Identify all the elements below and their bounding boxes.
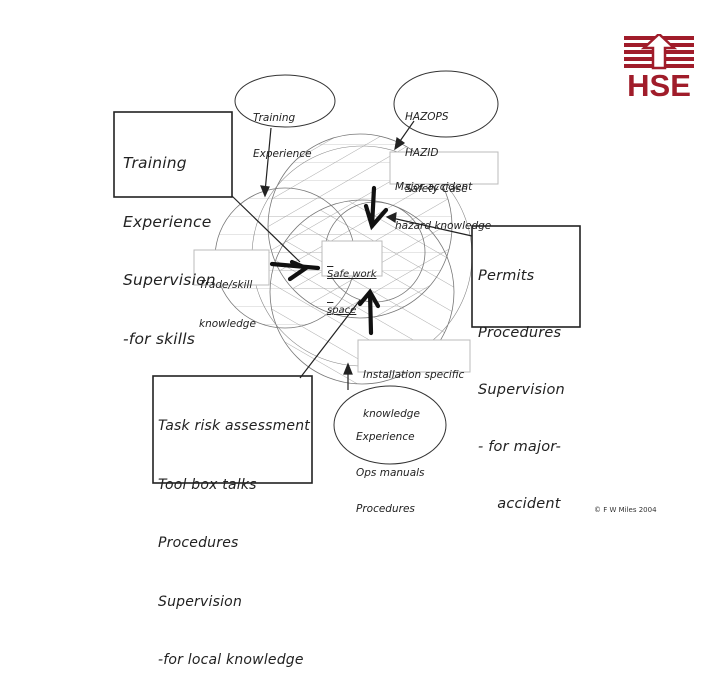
- heavy-arrows: [269, 185, 389, 336]
- hse-logo: [624, 34, 694, 70]
- hazops-bubble: [393, 70, 499, 138]
- safe-work-space-label: Safe work space: [327, 269, 377, 316]
- permits-box: [471, 225, 581, 328]
- training-skills-text: Training Experience Supervision -for ski…: [123, 154, 216, 348]
- arrow-permits-thin: [391, 217, 473, 237]
- thin-arrows: [231, 120, 473, 390]
- hazops-bubble-text: HAZOPS HAZID Safety Case: [405, 111, 468, 195]
- experience-ops-bubble-text: Experience Ops manuals Procedures: [356, 431, 425, 515]
- center-label-box: [321, 240, 383, 277]
- arrow-training-bubble: [264, 127, 272, 193]
- safe-work-space-diagram: [113, 70, 581, 484]
- major-accident-label: Major accident hazard knowledge: [395, 181, 492, 232]
- permits-text: Permits Procedures Supervision - for maj…: [478, 268, 565, 512]
- installation-label: Installation specific knowledge: [363, 369, 465, 420]
- hse-logo-text: HSE: [627, 68, 691, 103]
- experience-ops-bubble: [333, 385, 447, 465]
- trade-skill-label: Trade/skill knowledge: [199, 279, 256, 330]
- training-experience-bubble-text: Training Experience: [253, 112, 312, 160]
- task-risk-box: [152, 375, 313, 484]
- hse-logo-emblem: [640, 34, 678, 70]
- trade-skill-label-box: [193, 249, 270, 286]
- major-accident-label-box: [389, 151, 499, 185]
- task-risk-text: Task risk assessment Tool box talks Proc…: [158, 418, 310, 668]
- training-experience-bubble: [234, 74, 336, 128]
- copyright-notice: © F W Miles 2004: [594, 506, 657, 514]
- training-skills-box: [113, 111, 233, 198]
- arrow-training-box: [231, 195, 301, 263]
- arrow-task-box: [299, 299, 361, 379]
- installation-label-box: [357, 339, 471, 373]
